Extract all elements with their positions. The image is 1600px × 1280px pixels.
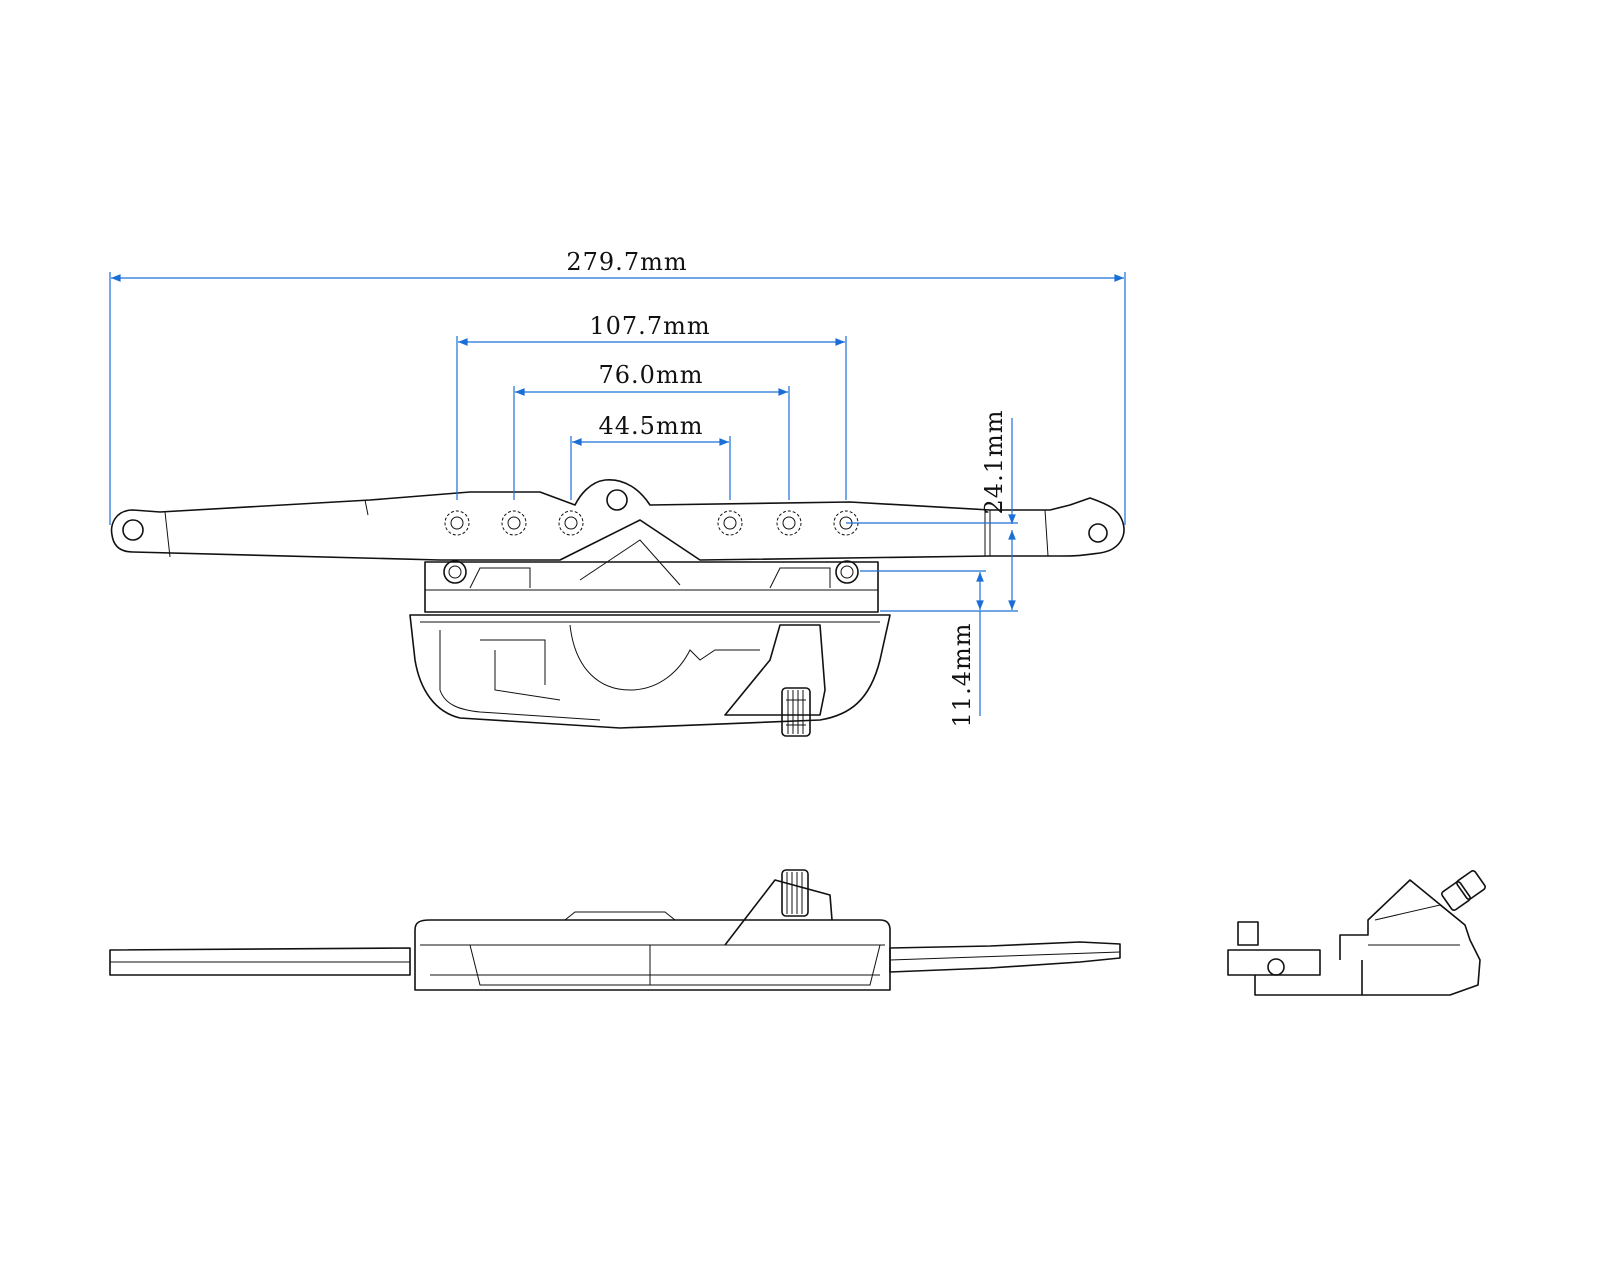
operator-arm bbox=[110, 479, 1125, 561]
gear-box bbox=[724, 624, 826, 716]
housing-cover bbox=[409, 614, 891, 729]
dimension-hole-span-middle: 76.0mm bbox=[599, 361, 704, 389]
side-view bbox=[109, 869, 1121, 991]
dimension-overall-length: 279.7mm bbox=[566, 248, 687, 276]
side-crank-knob bbox=[781, 869, 809, 917]
crank-knob bbox=[781, 687, 811, 737]
dimensions: 279.7mm 107.7mm 76.0mm 44.5mm 24.1mm 11.… bbox=[109, 248, 1126, 728]
pivot-hole-left bbox=[122, 519, 144, 541]
pivot-hole-right bbox=[1088, 523, 1108, 543]
dimension-hole-span-outer: 107.7mm bbox=[589, 312, 710, 340]
top-view bbox=[110, 479, 1125, 737]
pivot-hole-center bbox=[606, 489, 628, 511]
end-view bbox=[1227, 870, 1486, 996]
dimension-base-offset: 11.4mm bbox=[948, 623, 976, 728]
end-crank-knob bbox=[1441, 870, 1486, 911]
mounting-holes bbox=[443, 510, 859, 584]
dimension-arm-height: 24.1mm bbox=[980, 410, 1008, 515]
housing-base bbox=[424, 561, 879, 613]
dimension-hole-span-inner: 44.5mm bbox=[599, 412, 704, 440]
